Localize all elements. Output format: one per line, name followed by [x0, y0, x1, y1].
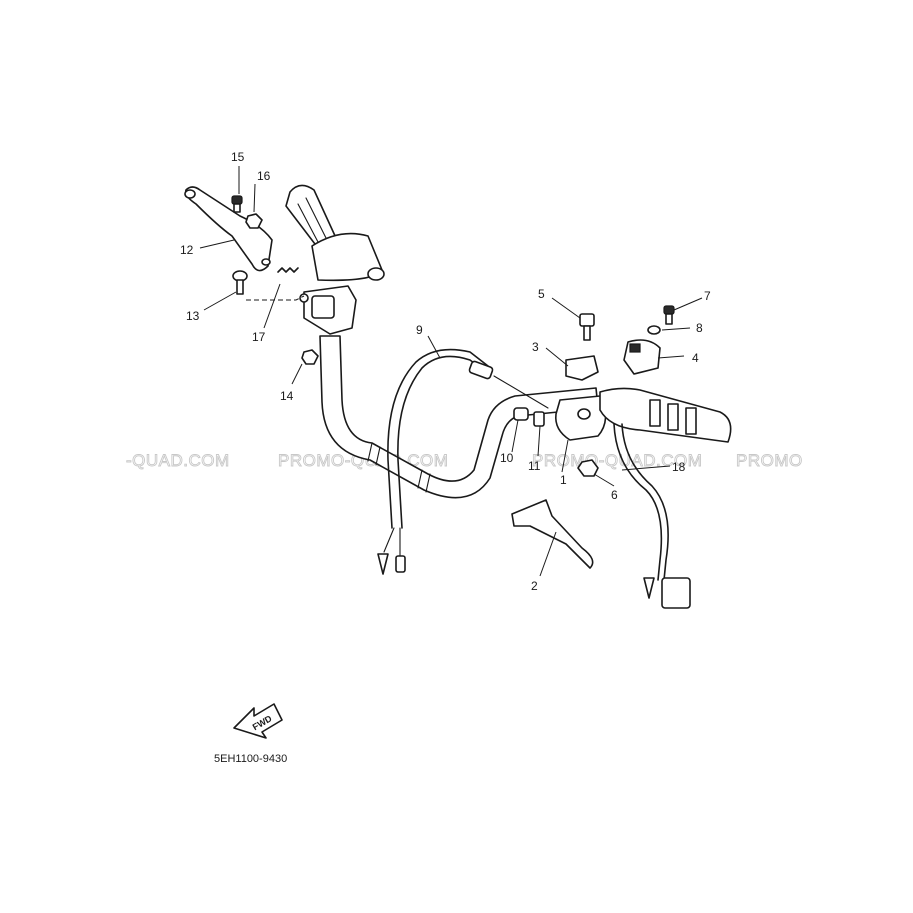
spring-17	[277, 267, 299, 273]
right-holder-1	[554, 395, 607, 441]
callout-12: 12	[180, 243, 194, 257]
callouts: 1 2 3 4 5 6 7 8 9 10 11 12 13 14 15 16 1…	[180, 150, 711, 593]
nut-14	[301, 349, 319, 365]
washer-8	[647, 325, 661, 335]
diagram-code: 5EH1100-9430	[214, 753, 287, 765]
watermark: -QUAD.COM PROMO-QUAD.COM PROMO-QUAD.COM …	[126, 451, 803, 471]
lever-2	[511, 499, 594, 569]
callout-1: 1	[560, 473, 567, 487]
callout-8: 8	[696, 321, 703, 335]
fwd-arrow-icon: FWD	[233, 703, 283, 739]
callout-6: 6	[611, 488, 618, 502]
cable-9	[377, 348, 549, 575]
callout-17: 17	[252, 330, 266, 344]
bracket-3	[565, 355, 599, 381]
nut-16	[245, 213, 263, 229]
cable-18	[613, 423, 691, 609]
callout-18: 18	[672, 460, 686, 474]
watermark-segment: PROMO-QUAD.COM	[532, 451, 702, 470]
holder-4	[623, 339, 661, 375]
pin-11	[533, 411, 545, 427]
callout-9: 9	[416, 323, 423, 337]
watermark-segment: -QUAD.COM	[126, 451, 230, 470]
callout-16: 16	[257, 169, 271, 183]
callout-11: 11	[528, 459, 541, 473]
callout-15: 15	[231, 150, 245, 164]
callout-10: 10	[500, 451, 514, 465]
leader-lines	[199, 166, 703, 577]
callout-3: 3	[532, 340, 539, 354]
left-grip-assembly	[285, 184, 385, 282]
right-grip	[599, 387, 732, 443]
watermark-segment: PROMO	[736, 451, 803, 470]
callout-13: 13	[186, 309, 200, 323]
lever-12	[184, 186, 273, 272]
bolt-5	[579, 313, 595, 341]
screw-15	[231, 195, 243, 213]
callout-14: 14	[280, 389, 294, 403]
clamp-10	[513, 407, 529, 421]
callout-7: 7	[704, 289, 711, 303]
nut-6	[577, 459, 599, 477]
left-bracket	[299, 285, 357, 335]
callout-5: 5	[538, 287, 545, 301]
callout-2: 2	[531, 579, 538, 593]
callout-4: 4	[692, 351, 699, 365]
bolt-13	[232, 270, 248, 295]
screw-7	[663, 305, 675, 325]
